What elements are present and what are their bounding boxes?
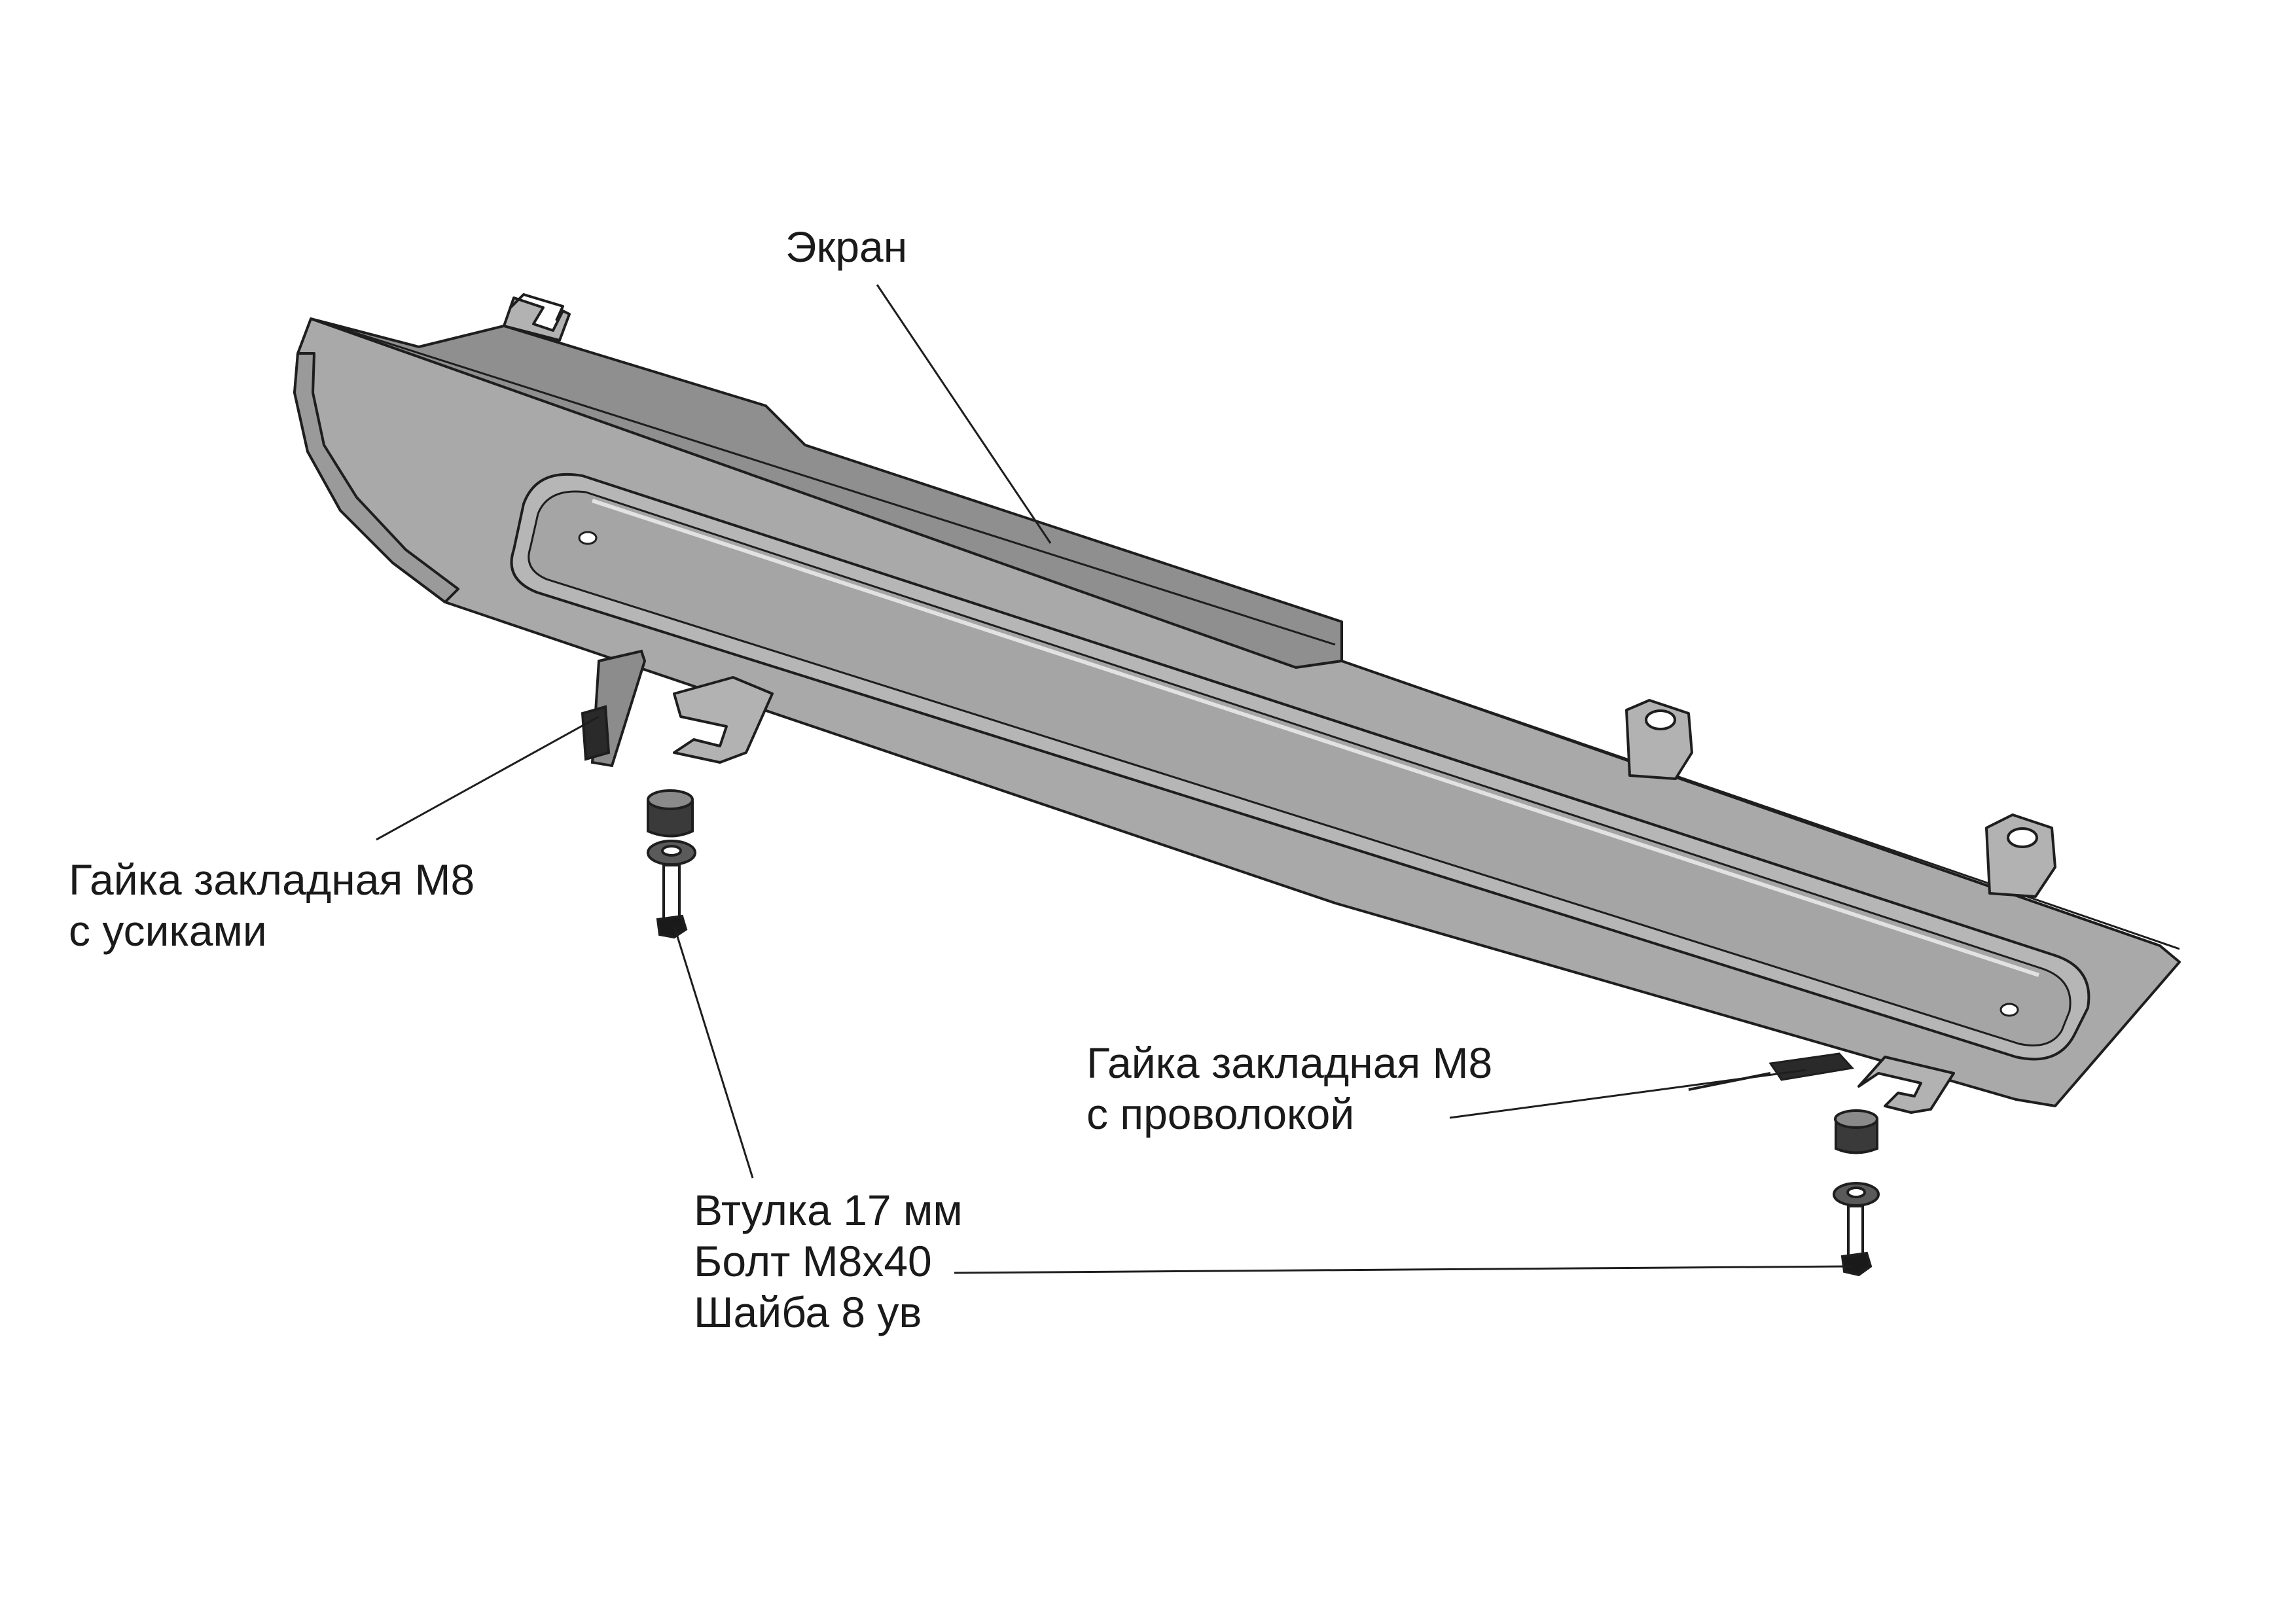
label-nut-whiskers-line2: с усиками xyxy=(69,906,267,955)
bracket-bottom-right xyxy=(1857,1056,1955,1114)
leader-nut-wire xyxy=(1449,1069,1807,1119)
leader-nut-whiskers xyxy=(376,715,600,841)
nut-wire-part xyxy=(1688,1052,1854,1091)
bracket-top-left-ear xyxy=(509,293,564,321)
plate-hole-left xyxy=(578,531,598,545)
bracket-right-2-hole xyxy=(2007,827,2038,848)
leader-fasteners-left xyxy=(673,925,754,1179)
bushing-right-top xyxy=(1834,1109,1878,1129)
protection-screen-plate xyxy=(293,317,2181,1107)
leader-screen xyxy=(876,284,1052,544)
bracket-bottom-left xyxy=(673,676,774,764)
plate-left-face xyxy=(293,352,459,603)
plate-recess-highlight xyxy=(592,499,2039,977)
nut-whiskers-part xyxy=(581,649,647,768)
bushing-left-top xyxy=(647,789,694,810)
label-fasteners: Втулка 17 мм Болт М8х40 Шайба 8 ув xyxy=(694,1185,963,1338)
bolt-right-head xyxy=(1840,1251,1873,1277)
mounting-brackets xyxy=(503,293,2056,1114)
plate-recess-inner xyxy=(528,490,2072,1046)
label-fasteners-line3: Шайба 8 ув xyxy=(694,1288,922,1336)
label-nut-wire: Гайка закладная М8 с проволокой xyxy=(1086,1037,1492,1139)
bracket-right-1-hole xyxy=(1645,709,1676,730)
label-fasteners-line2: Болт М8х40 xyxy=(694,1237,932,1285)
label-nut-wire-line1: Гайка закладная М8 xyxy=(1086,1039,1493,1087)
plate-hole-right xyxy=(2000,1003,2019,1017)
bracket-top-left xyxy=(503,296,571,342)
label-fasteners-line1: Втулка 17 мм xyxy=(694,1186,963,1234)
label-nut-whiskers-line1: Гайка закладная М8 xyxy=(69,855,475,904)
label-nut-wire-line2: с проволокой xyxy=(1086,1090,1355,1138)
plate-top-edge xyxy=(310,317,2180,950)
label-screen-text: Экран xyxy=(785,223,908,271)
label-nut-whiskers: Гайка закладная М8 с усиками xyxy=(69,854,475,956)
bolt-left-shank xyxy=(662,864,681,922)
washer-left-hole xyxy=(661,845,682,857)
bolt-left-head xyxy=(656,914,688,939)
label-screen: Экран xyxy=(785,221,907,272)
leader-fasteners-right xyxy=(954,1265,1853,1274)
nut-whiskers-body xyxy=(581,705,611,761)
washer-right-hole xyxy=(1846,1186,1866,1198)
fastener-set-right xyxy=(1833,1109,1880,1277)
leader-lines xyxy=(376,284,1853,1274)
nut-wire-body xyxy=(1768,1052,1854,1081)
fastener-set-left xyxy=(647,789,696,939)
bracket-right-2 xyxy=(1985,813,2056,898)
bolt-right-shank xyxy=(1847,1205,1864,1260)
